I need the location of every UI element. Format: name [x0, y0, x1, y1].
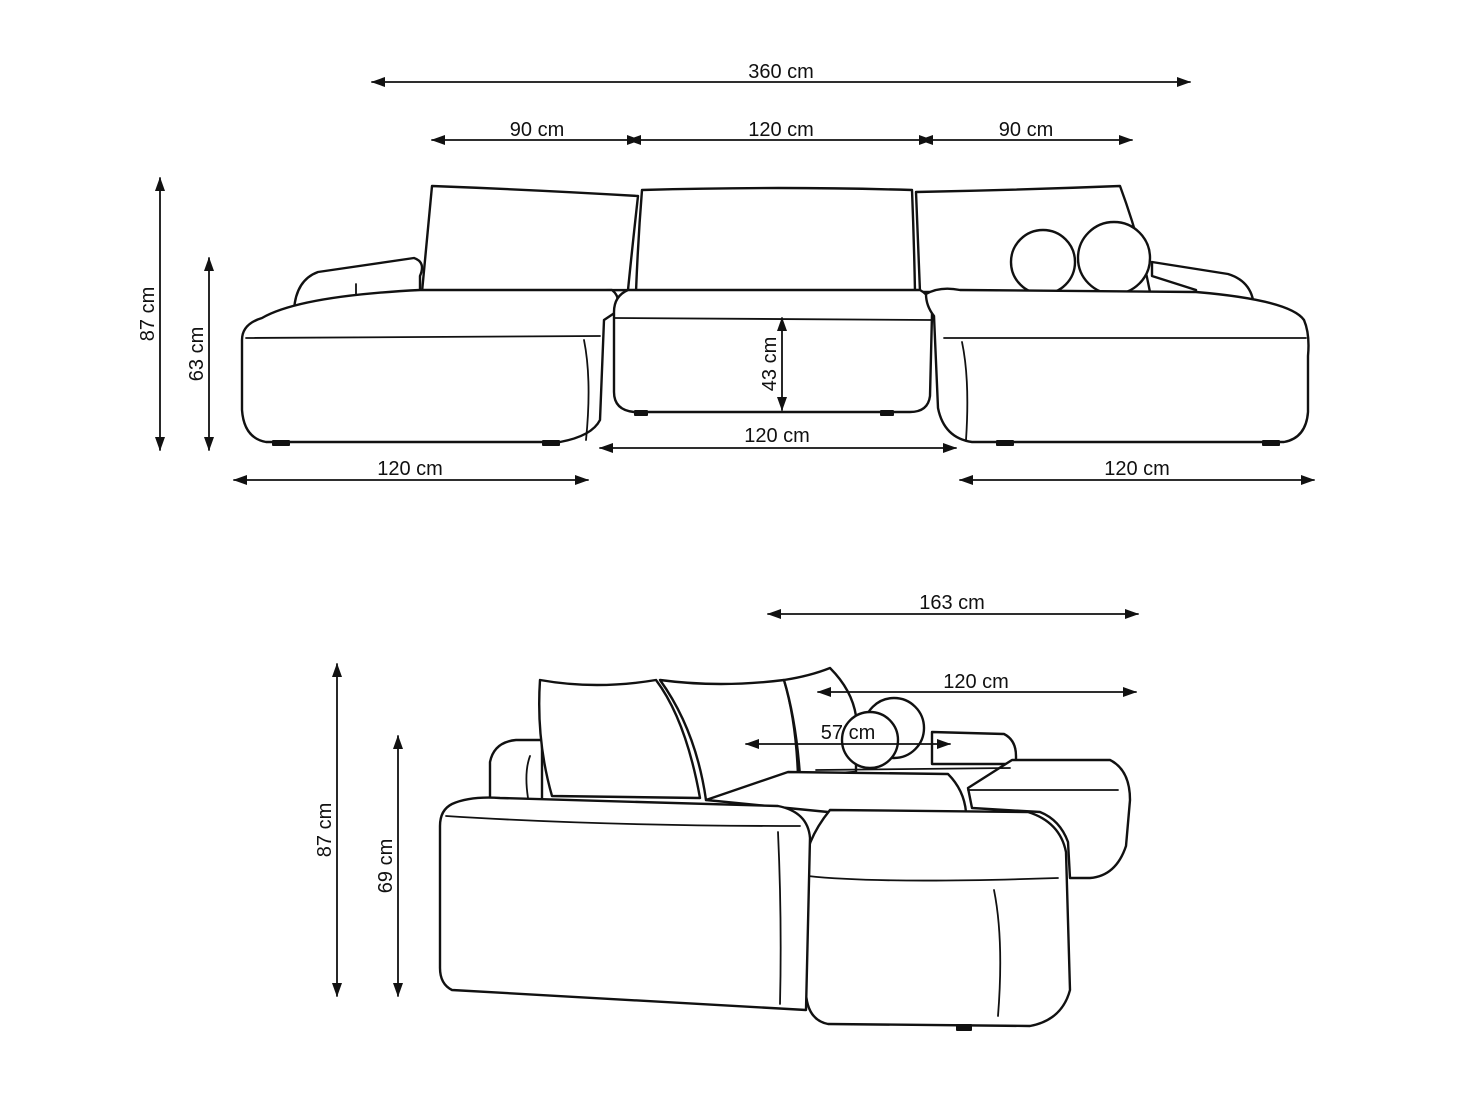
dim-label-seat-height: 43 cm	[759, 337, 781, 391]
dim-label-right-seat: 90 cm	[999, 119, 1053, 141]
persp-dim-label-chaise-depth: 120 cm	[943, 671, 1009, 693]
persp-armrest-front	[438, 796, 812, 1012]
front-view: 360 cm 90 cm 120 cm 90 cm 87 cm 63 cm 43…	[137, 61, 1315, 485]
persp-dim-label-total-depth: 163 cm	[919, 592, 985, 614]
perspective-view: 163 cm 120 cm 57 cm 87 cm 69 cm	[314, 592, 1139, 1031]
dim-label-left-chaise: 120 cm	[377, 458, 443, 480]
dim-label-middle-seat: 120 cm	[748, 119, 814, 141]
back-cushion-middle	[634, 186, 917, 294]
persp-chaise-near	[802, 808, 1072, 1028]
persp-armrest-far	[930, 730, 1018, 766]
pillow-round-2	[1076, 220, 1152, 296]
dim-label-middle-depth: 120 cm	[744, 425, 810, 447]
chaise-left	[240, 288, 620, 444]
persp-dim-label-armrest-height: 69 cm	[375, 839, 397, 893]
dim-label-right-chaise: 120 cm	[1104, 458, 1170, 480]
dim-label-armrest-height: 63 cm	[186, 327, 208, 381]
chaise-right	[924, 287, 1310, 444]
pillow-round-1	[1009, 228, 1077, 296]
persp-back-cushion-1	[538, 678, 702, 800]
dim-label-left-seat: 90 cm	[510, 119, 564, 141]
back-cushion-left	[420, 184, 640, 294]
dim-label-total-width: 360 cm	[748, 61, 814, 83]
dim-label-total-height: 87 cm	[137, 287, 159, 341]
persp-dim-label-seat-depth: 57 cm	[821, 722, 875, 744]
persp-armrest-back	[488, 738, 544, 802]
persp-dim-label-total-height: 87 cm	[314, 803, 336, 857]
